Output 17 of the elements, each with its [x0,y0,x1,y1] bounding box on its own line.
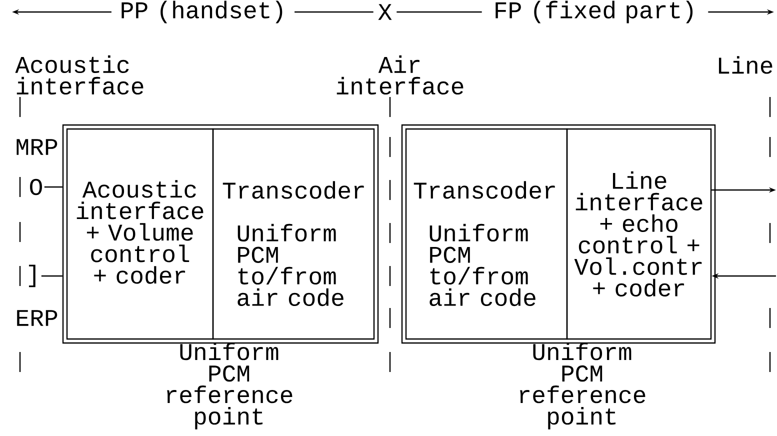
component-cell: Acoustic interface + Volume control + coder [66,128,214,340]
symbol-glyph: O [30,178,42,196]
double-frame [62,124,379,344]
component-cell: Transcoder Uniform PCM to/from air code [212,128,375,340]
dimension-label: FP (fixed part) [482,0,708,26]
reference-point-label: Uniform PCM reference point [167,342,292,430]
interface-label: Acoustic interface [15,55,144,95]
reference-point-label: Uniform PCM reference point [520,342,646,430]
dimension-label: PP (handset) [111,0,295,26]
connector-line [41,275,62,277]
component-cell: Line interface + echo control + Vol.contr + coder [566,128,712,340]
connector-line [44,186,62,188]
double-frame [401,124,716,344]
component-cell: Transcoder Uniform PCM to/from air code [405,128,568,340]
interface-label: Air interface [336,55,464,95]
interface-label: Line [718,56,772,74]
symbol-glyph: ] [28,264,36,288]
